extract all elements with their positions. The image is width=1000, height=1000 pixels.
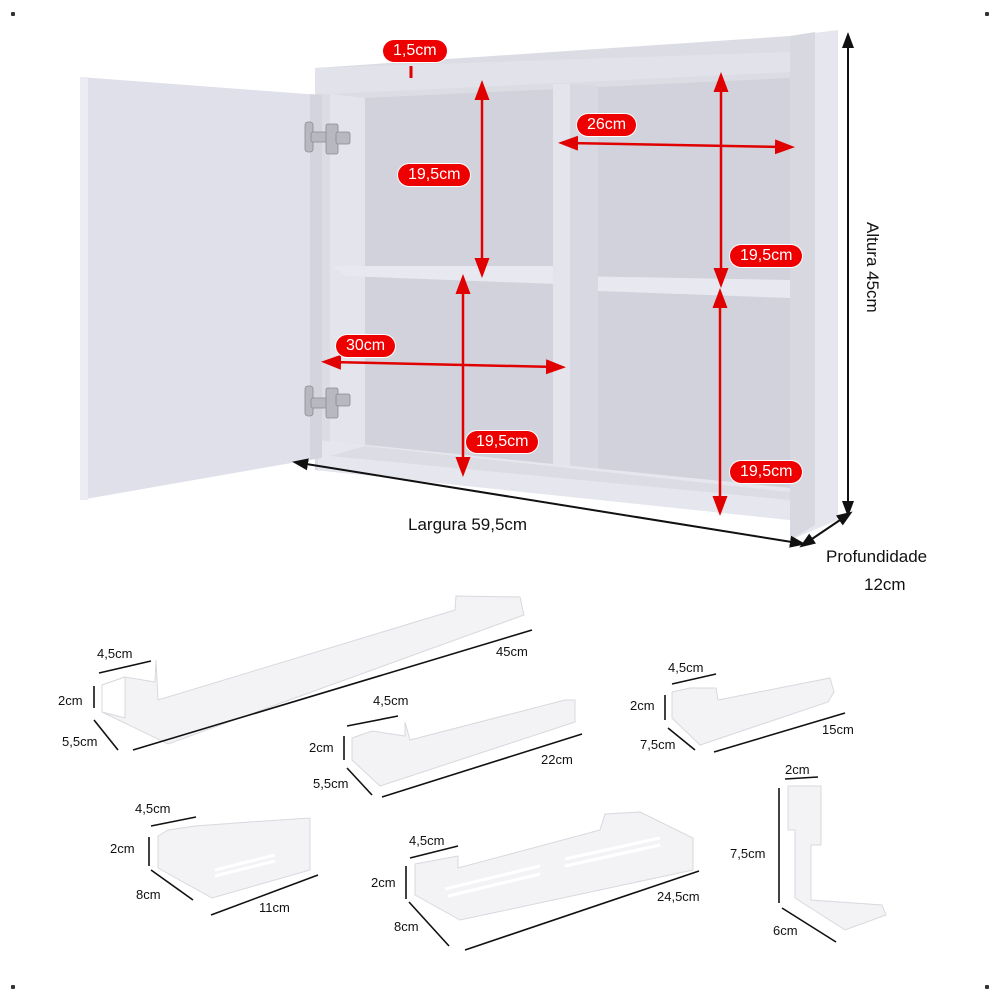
width-label: Largura 59,5cm <box>408 515 528 534</box>
shelf-length: 24,5cm <box>657 889 700 904</box>
hinge-top <box>304 121 351 155</box>
hook-height: 7,5cm <box>730 846 766 861</box>
badge-upper-left-height: 19,5cm <box>398 164 471 186</box>
soap-dish-projection: 8cm <box>136 887 161 902</box>
hook-projection: 6cm <box>773 923 798 938</box>
depth-label-line1: Profundidade <box>826 547 928 566</box>
paper-holder-15-length: 15cm <box>822 722 854 737</box>
towel-bar-22-height: 2cm <box>309 740 334 755</box>
towel-bar-22-projection: 5,5cm <box>313 776 349 791</box>
depth-label-line2: 12cm <box>864 575 906 594</box>
corner-dot-bottom-right <box>985 985 989 989</box>
towel-bar-45-length: 45cm <box>496 644 528 659</box>
badge-lower-left-width: 30cm <box>336 335 396 357</box>
hook-width: 2cm <box>785 762 810 777</box>
badge-top-thickness: 1,5cm <box>383 40 447 62</box>
paper-holder-15-height: 2cm <box>630 698 655 713</box>
hinge-bottom <box>304 385 351 419</box>
soap-dish-length: 11cm <box>259 900 290 915</box>
towel-bar-45-height: 2cm <box>58 693 83 708</box>
corner-dot-top-left <box>11 12 15 16</box>
corner-dot-top-right <box>985 12 989 16</box>
soap-dish-depth: 4,5cm <box>135 801 171 816</box>
badge-lower-left-height: 19,5cm <box>466 431 539 453</box>
shelf-depth: 4,5cm <box>409 833 445 848</box>
cabinet-illustration <box>80 30 854 548</box>
towel-bar-22-depth: 4,5cm <box>373 693 409 708</box>
towel-bar-45-depth: 4,5cm <box>97 646 133 661</box>
shelf-projection: 8cm <box>394 919 419 934</box>
corner-dot-bottom-left <box>11 985 15 989</box>
paper-holder-15-projection: 7,5cm <box>640 737 676 752</box>
soap-dish-height: 2cm <box>110 841 135 856</box>
badge-upper-right-height: 19,5cm <box>730 245 803 267</box>
shelf-height: 2cm <box>371 875 396 890</box>
towel-bar-45-projection: 5,5cm <box>62 734 98 749</box>
towel-bar-22-length: 22cm <box>541 752 573 767</box>
cabinet-door <box>80 77 322 500</box>
badge-lower-right-height: 19,5cm <box>730 461 803 483</box>
paper-holder-15-depth: 4,5cm <box>668 660 704 675</box>
badge-upper-right-width: 26cm <box>577 114 637 136</box>
